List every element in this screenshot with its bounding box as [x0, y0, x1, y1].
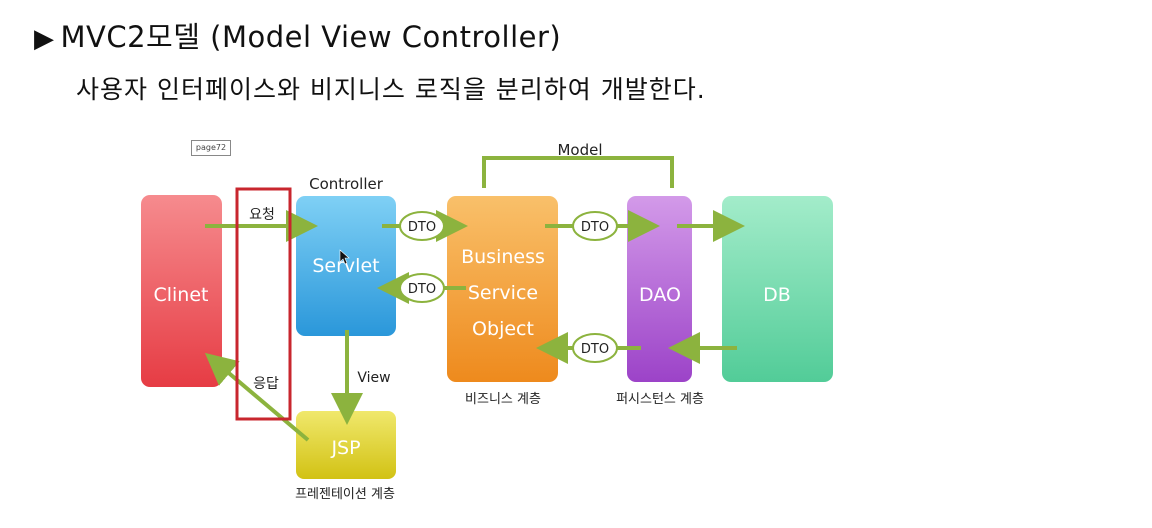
business-label-line1: Business: [461, 246, 545, 268]
view-label: View: [357, 370, 390, 386]
business-service-object-box: [447, 196, 558, 382]
controller-label: Controller: [309, 175, 384, 193]
response-label: 응답: [253, 376, 279, 392]
dto-label-2: DTO: [408, 282, 436, 297]
jsp-label: JSP: [330, 437, 360, 459]
heading-text: MVC2모델 (Model View Controller): [60, 20, 562, 54]
dto-label-4: DTO: [581, 342, 609, 357]
servlet-label: Servlet: [312, 255, 379, 277]
presentation-layer-caption: 프레젠테이션 계층: [295, 487, 395, 502]
servlet-box: [296, 196, 396, 336]
model-bracket: [482, 156, 674, 188]
model-label: Model: [557, 141, 602, 159]
db-label: DB: [763, 284, 791, 306]
client-box: [141, 195, 222, 387]
dto-bubble-4: [572, 333, 618, 363]
dao-label: DAO: [639, 284, 681, 306]
client-label: Clinet: [153, 284, 208, 306]
persistence-layer-caption: 퍼시스턴스 계층: [616, 392, 704, 407]
triangle-bullet-icon: ▶: [34, 24, 55, 54]
dto-label-1: DTO: [408, 220, 436, 235]
business-label-line2: Service: [468, 282, 538, 304]
page-tag: page72: [191, 140, 231, 156]
page-heading: ▶MVC2모델 (Model View Controller): [34, 14, 561, 56]
business-layer-caption: 비즈니스 계층: [465, 392, 541, 407]
dto-bubble-2: [399, 273, 445, 303]
business-label-line3: Object: [472, 318, 534, 340]
dto-label-3: DTO: [581, 220, 609, 235]
mouse-cursor-icon: [339, 249, 350, 265]
page-subheading: 사용자 인터페이스와 비지니스 로직을 분리하여 개발한다.: [76, 75, 706, 104]
dto-bubble-3: [572, 211, 618, 241]
jsp-box: [296, 411, 396, 479]
dto-bubble-1: [399, 211, 445, 241]
db-box: [722, 196, 833, 382]
request-response-highlight: [235, 187, 292, 421]
response-arrow: [204, 352, 310, 442]
request-label: 요청: [249, 207, 275, 223]
